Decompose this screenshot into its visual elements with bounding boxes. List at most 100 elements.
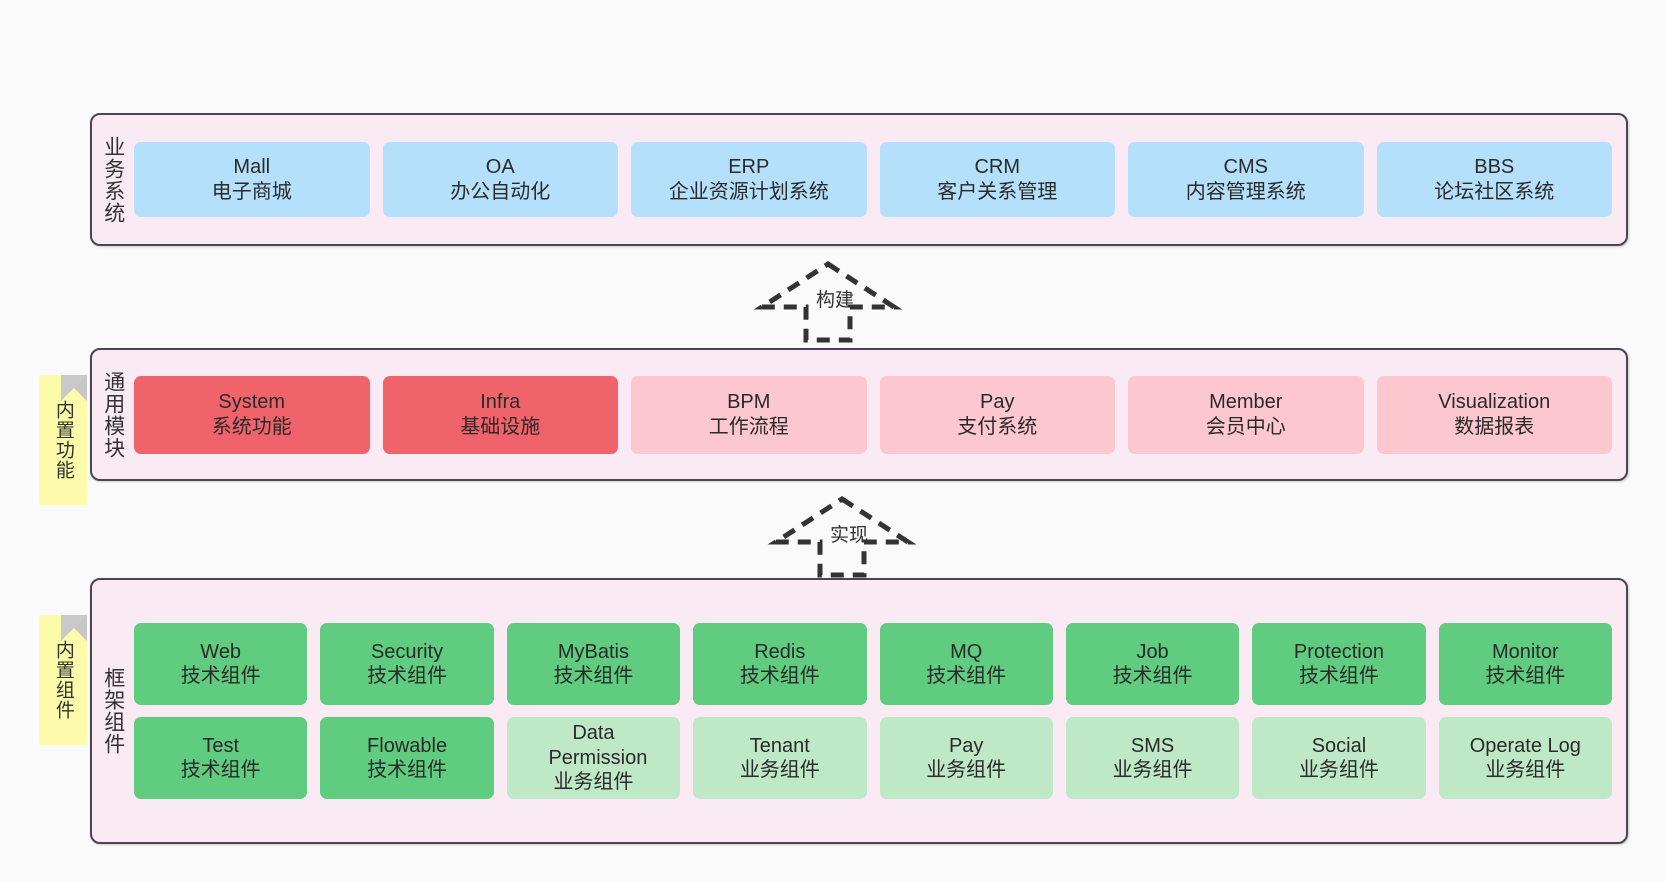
node-subtitle: 论坛社区系统 — [1434, 180, 1555, 203]
node-subtitle: 数据报表 — [1454, 415, 1535, 438]
layer-title-business-system: 业务系统 — [101, 135, 125, 224]
node-subtitle: 办公自动化 — [450, 180, 551, 203]
node-mybatis[interactable]: MyBatis 技术组件 — [506, 623, 681, 705]
node-title: MyBatis — [557, 640, 629, 663]
node-visualization[interactable]: Visualization 数据报表 — [1376, 375, 1612, 454]
node-subtitle: 技术组件 — [926, 665, 1007, 687]
node-test[interactable]: Test 技术组件 — [134, 717, 308, 799]
node-crm[interactable]: CRM 客户关系管理 — [879, 142, 1115, 217]
node-title: Web — [200, 640, 242, 663]
node-oa[interactable]: OA 办公自动化 — [382, 142, 618, 217]
arrow-implement: 实现 — [767, 495, 917, 578]
note-fold-icon — [61, 375, 87, 401]
node-infra[interactable]: Infra 基础设施 — [382, 375, 618, 454]
node-subtitle: 业务组件 — [926, 759, 1007, 781]
layer-body-framework-component: Web 技术组件 Security 技术组件 MyBatis 技术组件 Redi… — [134, 580, 1626, 842]
node-title: Pay — [980, 391, 1015, 414]
layer-common-module[interactable]: 通用模块 System 系统功能 Infra 基础设施 BPM 工作流程 Pay… — [90, 348, 1628, 481]
node-subtitle: 技术组件 — [1485, 665, 1566, 687]
node-sms[interactable]: SMS 业务组件 — [1065, 717, 1240, 799]
node-erp[interactable]: ERP 企业资源计划系统 — [631, 142, 867, 217]
node-title: Member — [1209, 391, 1283, 414]
node-system[interactable]: System 系统功能 — [134, 375, 370, 454]
node-subtitle: 技术组件 — [367, 665, 448, 687]
node-title: Protection — [1293, 640, 1384, 663]
node-subtitle: 客户关系管理 — [937, 180, 1058, 203]
layer-business-system[interactable]: 业务系统 Mall 电子商城 OA 办公自动化 ERP 企业资源计划系统 CRM… — [90, 113, 1628, 246]
node-subtitle: 技术组件 — [367, 759, 448, 781]
node-subtitle: 支付系统 — [957, 415, 1038, 438]
layer-framework-component[interactable]: 框架组件 Web 技术组件 Security 技术组件 MyBatis 技术组件… — [90, 578, 1628, 844]
node-bpm[interactable]: BPM 工作流程 — [631, 375, 867, 454]
node-title: BBS — [1474, 156, 1515, 179]
arrow-implement-glyph — [767, 496, 917, 578]
node-subtitle: 工作流程 — [708, 415, 789, 438]
node-subtitle: 业务组件 — [739, 759, 820, 781]
arrow-build-label: 构建 — [816, 290, 855, 311]
node-pay-business[interactable]: Pay 业务组件 — [879, 717, 1053, 799]
node-security[interactable]: Security 技术组件 — [320, 623, 494, 705]
node-subtitle: 业务组件 — [553, 771, 634, 794]
note-label: 内置组件 — [52, 640, 74, 720]
note-builtin-feature: 内置功能 — [39, 375, 87, 505]
node-title: Data Permission — [548, 722, 648, 769]
node-title: Operate Log — [1469, 734, 1581, 757]
node-subtitle: 技术组件 — [1298, 665, 1379, 687]
node-title: Job — [1136, 640, 1169, 663]
node-subtitle: 电子商城 — [211, 180, 292, 203]
node-cms[interactable]: CMS 内容管理系统 — [1128, 142, 1364, 217]
node-title: Tenant — [749, 734, 810, 757]
node-title: BPM — [727, 391, 771, 414]
note-builtin-component: 内置组件 — [39, 615, 87, 745]
node-job[interactable]: Job 技术组件 — [1065, 623, 1240, 705]
node-title: CRM — [974, 156, 1021, 179]
node-bbs[interactable]: BBS 论坛社区系统 — [1376, 142, 1612, 217]
node-subtitle: 企业资源计划系统 — [668, 180, 829, 203]
node-pay[interactable]: Pay 支付系统 — [879, 375, 1115, 454]
arrow-build: 构建 — [753, 260, 903, 343]
node-title: Visualization — [1438, 391, 1551, 414]
node-row: Test 技术组件 Flowable 技术组件 Data Permission … — [134, 717, 1612, 799]
node-title: Security — [370, 640, 444, 663]
node-title: System — [218, 391, 286, 414]
node-subtitle: 业务组件 — [1112, 759, 1193, 781]
node-subtitle: 技术组件 — [553, 665, 634, 687]
node-subtitle: 基础设施 — [460, 415, 541, 438]
node-title: Social — [1311, 734, 1367, 757]
node-subtitle: 内容管理系统 — [1185, 180, 1306, 203]
node-flowable[interactable]: Flowable 技术组件 — [320, 717, 494, 799]
layer-title-framework-component: 框架组件 — [101, 667, 125, 755]
node-monitor[interactable]: Monitor 技术组件 — [1438, 623, 1612, 705]
node-subtitle: 技术组件 — [1112, 665, 1193, 687]
node-social[interactable]: Social 业务组件 — [1252, 717, 1426, 799]
node-subtitle: 会员中心 — [1205, 415, 1286, 438]
node-title: MQ — [950, 640, 983, 663]
node-subtitle: 系统功能 — [211, 415, 292, 438]
arrow-implement-label: 实现 — [830, 525, 869, 546]
node-title: SMS — [1130, 734, 1175, 757]
node-tenant[interactable]: Tenant 业务组件 — [693, 717, 867, 799]
note-fold-icon — [61, 615, 87, 641]
node-row: System 系统功能 Infra 基础设施 BPM 工作流程 Pay 支付系统… — [134, 375, 1612, 454]
node-subtitle: 业务组件 — [1298, 759, 1379, 781]
note-label: 内置功能 — [52, 400, 74, 480]
node-member[interactable]: Member 会员中心 — [1128, 375, 1364, 454]
node-title: Test — [202, 734, 240, 757]
node-web[interactable]: Web 技术组件 — [134, 623, 308, 705]
node-redis[interactable]: Redis 技术组件 — [693, 623, 867, 705]
node-mall[interactable]: Mall 电子商城 — [134, 142, 370, 217]
node-title: Flowable — [367, 734, 448, 757]
node-subtitle: 技术组件 — [180, 665, 261, 687]
layer-body-business-system: Mall 电子商城 OA 办公自动化 ERP 企业资源计划系统 CRM 客户关系… — [134, 115, 1626, 244]
node-operate-log[interactable]: Operate Log 业务组件 — [1438, 717, 1612, 799]
node-subtitle: 技术组件 — [180, 759, 261, 781]
node-data-permission[interactable]: Data Permission 业务组件 — [506, 717, 681, 799]
node-protection[interactable]: Protection 技术组件 — [1252, 623, 1426, 705]
node-title: OA — [485, 156, 515, 179]
node-title: ERP — [728, 156, 770, 179]
node-subtitle: 技术组件 — [739, 665, 820, 687]
node-title: Pay — [948, 734, 984, 757]
arrow-build-glyph — [753, 261, 903, 343]
node-mq[interactable]: MQ 技术组件 — [879, 623, 1053, 705]
node-title: Mall — [233, 156, 271, 179]
